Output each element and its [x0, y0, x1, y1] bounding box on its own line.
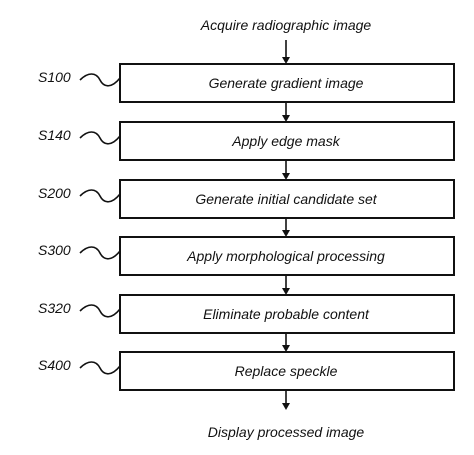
step-s300: Apply morphological processing S300 [38, 236, 455, 276]
start-label: Acquire radiographic image [200, 17, 372, 33]
step-s320: Eliminate probable content S320 [38, 294, 455, 334]
arrow-start [282, 40, 290, 64]
step-label: Apply morphological processing [186, 248, 385, 264]
arrow-4 [282, 275, 290, 295]
arrow-6 [282, 390, 290, 410]
step-box [119, 121, 455, 161]
step-id: S140 [38, 127, 71, 143]
step-box [119, 179, 455, 219]
end-label: Display processed image [208, 424, 365, 440]
leader-line [79, 73, 121, 87]
step-label: Generate initial candidate set [195, 191, 377, 207]
step-s100: Generate gradient image S100 [38, 63, 455, 103]
step-id: S320 [38, 300, 71, 316]
arrow-5 [282, 333, 290, 352]
step-s140: Apply edge mask S140 [38, 121, 455, 161]
step-label: Apply edge mask [231, 133, 340, 149]
step-s400: Replace speckle S400 [38, 351, 455, 391]
leader-line [79, 361, 121, 375]
step-box [119, 63, 455, 103]
leader-line [79, 189, 121, 203]
step-box [119, 294, 455, 334]
leader-line [79, 131, 121, 145]
step-box [119, 351, 455, 391]
step-id: S300 [38, 242, 71, 258]
step-box [119, 236, 455, 276]
leader-line [79, 304, 121, 318]
arrow-2 [282, 160, 290, 180]
step-label: Replace speckle [235, 363, 338, 379]
step-id: S400 [38, 357, 71, 373]
step-s200: Generate initial candidate set S200 [38, 179, 455, 219]
step-id: S100 [38, 69, 71, 85]
arrow-3 [282, 218, 290, 237]
step-label: Generate gradient image [209, 75, 364, 91]
arrow-1 [282, 102, 290, 122]
step-label: Eliminate probable content [203, 306, 370, 322]
step-id: S200 [38, 185, 71, 201]
leader-line [79, 246, 121, 260]
